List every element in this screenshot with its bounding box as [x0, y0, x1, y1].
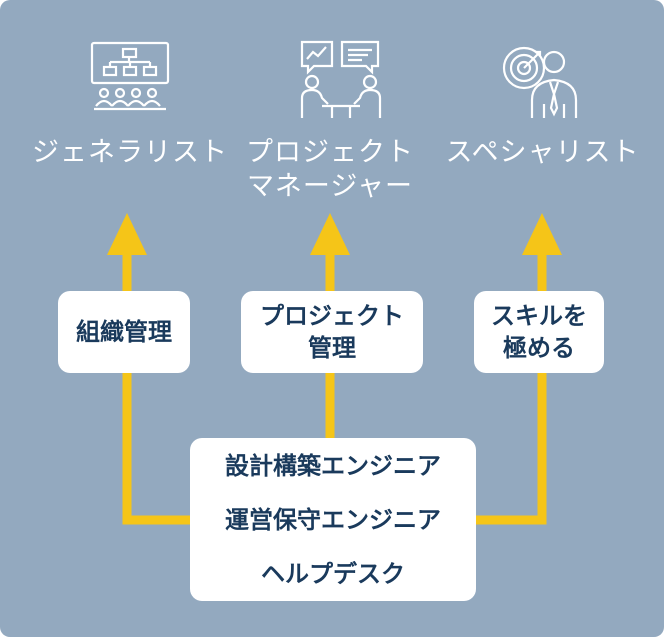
path-label-generalist: 組織管理 — [58, 291, 190, 373]
arrowhead-generalist — [107, 213, 147, 255]
path-pm-text-line1: プロジェクト — [260, 302, 404, 330]
arrowhead-pm — [310, 213, 350, 255]
role-generalist-title: ジェネラリスト — [10, 136, 250, 170]
position-helpdesk: ヘルプデスク — [261, 559, 405, 588]
role-pm-title: プロジェクト マネージャー — [230, 136, 430, 204]
path-specialist-text-line1: スキルを — [491, 302, 587, 330]
role-generalist-line1: ジェネラリスト — [32, 137, 228, 168]
meeting-chat-icon — [300, 40, 382, 118]
position-operation-maintenance-engineer: 運営保守エンジニア — [225, 505, 441, 534]
position-design-build-engineer: 設計構築エンジニア — [225, 451, 441, 480]
path-label-pm: プロジェクト 管理 — [241, 291, 423, 373]
path-pm-text-line2: 管理 — [308, 334, 356, 362]
path-specialist-text-line2: 極める — [503, 334, 575, 362]
target-specialist-icon — [502, 46, 578, 118]
role-pm-line2: マネージャー — [246, 171, 414, 202]
arrowhead-specialist — [522, 213, 562, 255]
path-label-specialist: スキルを 極める — [474, 291, 604, 373]
role-specialist-line1: スペシャリスト — [445, 137, 640, 168]
starting-positions-box: 設計構築エンジニア 運営保守エンジニア ヘルプデスク — [190, 438, 476, 601]
org-chart-presentation-icon — [90, 41, 170, 111]
path-generalist-text: 組織管理 — [76, 318, 172, 346]
role-specialist-title: スペシャリスト — [425, 136, 660, 170]
role-pm-line1: プロジェクト — [246, 137, 414, 168]
